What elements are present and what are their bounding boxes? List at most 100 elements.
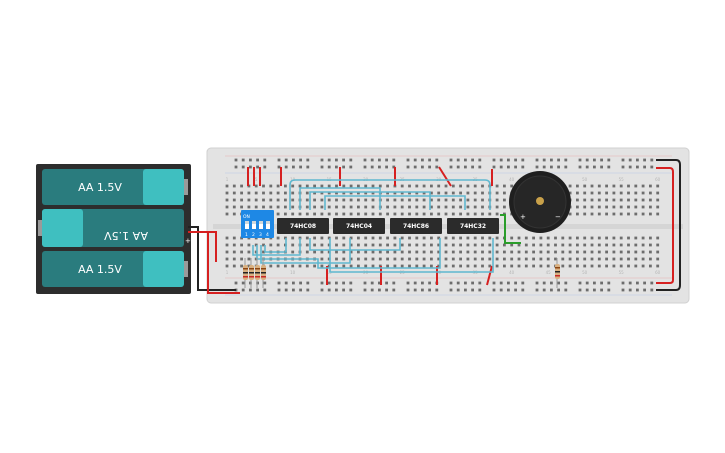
breadboard-hole[interactable] [503,198,506,202]
breadboard-hole[interactable] [305,184,309,188]
breadboard-hole[interactable] [415,212,419,216]
breadboard-hole[interactable] [478,288,482,292]
breadboard-hole[interactable] [232,212,236,216]
breadboard-hole[interactable] [386,191,389,195]
breadboard-hole[interactable] [364,184,368,188]
breadboard-hole[interactable] [627,205,630,209]
breadboard-hole[interactable] [400,198,404,202]
breadboard-hole[interactable] [240,198,243,202]
breadboard-hole[interactable] [349,281,353,285]
breadboard-hole[interactable] [503,243,506,247]
breadboard-hole[interactable] [546,243,550,247]
breadboard-hole[interactable] [459,184,462,188]
breadboard-hole[interactable] [435,158,439,162]
breadboard-hole[interactable] [277,158,281,162]
breadboard-hole[interactable] [291,184,295,188]
breadboard-hole[interactable] [621,281,625,285]
breadboard-hole[interactable] [578,281,582,285]
breadboard-hole[interactable] [415,243,419,247]
breadboard-hole[interactable] [247,243,251,247]
breadboard-hole[interactable] [400,184,404,188]
breadboard-hole[interactable] [263,165,267,169]
breadboard-hole[interactable] [262,243,265,247]
breadboard-hole[interactable] [627,184,630,188]
breadboard-hole[interactable] [459,236,462,240]
breadboard-hole[interactable] [656,184,660,188]
dip-switch[interactable]: ON 1 2 3 4 [241,210,274,238]
breadboard-hole[interactable] [400,264,404,268]
breadboard-hole[interactable] [357,191,360,195]
breadboard-hole[interactable] [320,250,324,254]
breadboard-hole[interactable] [320,236,324,240]
breadboard-hole[interactable] [459,198,462,202]
breadboard-hole[interactable] [284,191,287,195]
breadboard-hole[interactable] [421,281,424,285]
breadboard-hole[interactable] [517,264,521,268]
breadboard-hole[interactable] [422,243,426,247]
breadboard-hole[interactable] [269,264,273,268]
breadboard-hole[interactable] [371,243,375,247]
breadboard-hole[interactable] [643,288,646,292]
breadboard-hole[interactable] [550,165,553,169]
breadboard-hole[interactable] [240,264,243,268]
breadboard-hole[interactable] [535,288,539,292]
breadboard-hole[interactable] [276,184,280,188]
breadboard-hole[interactable] [649,205,652,209]
breadboard-hole[interactable] [444,205,448,209]
breadboard-hole[interactable] [313,236,316,240]
breadboard-hole[interactable] [247,205,251,209]
breadboard-hole[interactable] [481,264,484,268]
breadboard-hole[interactable] [634,212,638,216]
breadboard-hole[interactable] [464,288,467,292]
breadboard-hole[interactable] [299,158,302,162]
breadboard-hole[interactable] [320,264,324,268]
breadboard-hole[interactable] [524,243,528,247]
breadboard-hole[interactable] [225,243,229,247]
breadboard-hole[interactable] [628,288,632,292]
breadboard-hole[interactable] [542,165,546,169]
breadboard-hole[interactable] [232,243,236,247]
breadboard-hole[interactable] [386,198,389,202]
breadboard-hole[interactable] [636,281,639,285]
breadboard-hole[interactable] [393,236,397,240]
breadboard-hole[interactable] [262,191,265,195]
breadboard-hole[interactable] [284,205,287,209]
breadboard-hole[interactable] [277,288,281,292]
breadboard-hole[interactable] [327,205,331,209]
breadboard-hole[interactable] [422,257,426,261]
breadboard-hole[interactable] [607,288,611,292]
breadboard-hole[interactable] [627,236,630,240]
breadboard-hole[interactable] [605,236,608,240]
breadboard-hole[interactable] [444,184,448,188]
breadboard-hole[interactable] [656,191,660,195]
breadboard-hole[interactable] [408,205,411,209]
breadboard-hole[interactable] [406,281,410,285]
breadboard-hole[interactable] [349,184,353,188]
breadboard-hole[interactable] [342,243,346,247]
breadboard-hole[interactable] [503,205,506,209]
breadboard-hole[interactable] [386,264,389,268]
breadboard-hole[interactable] [232,257,236,261]
breadboard-hole[interactable] [327,184,331,188]
chip-74hc86[interactable]: 74HC86 [390,218,442,234]
battery-pack[interactable]: AA 1.5V AA 1.5V AA 1.5V + [36,164,191,294]
breadboard-hole[interactable] [335,158,338,162]
breadboard-hole[interactable] [327,158,331,162]
breadboard-hole[interactable] [284,198,287,202]
breadboard-hole[interactable] [247,257,251,261]
breadboard-hole[interactable] [225,236,229,240]
breadboard-hole[interactable] [597,184,601,188]
breadboard-hole[interactable] [415,184,419,188]
breadboard-hole[interactable] [590,205,594,209]
breadboard-hole[interactable] [495,184,499,188]
breadboard-hole[interactable] [400,250,404,254]
breadboard-hole[interactable] [576,250,579,254]
breadboard-hole[interactable] [495,236,499,240]
breadboard-hole[interactable] [449,288,453,292]
breadboard-hole[interactable] [585,288,589,292]
breadboard-hole[interactable] [564,158,568,162]
breadboard-hole[interactable] [349,264,353,268]
breadboard-hole[interactable] [430,184,433,188]
breadboard-hole[interactable] [413,158,417,162]
breadboard-hole[interactable] [247,198,251,202]
